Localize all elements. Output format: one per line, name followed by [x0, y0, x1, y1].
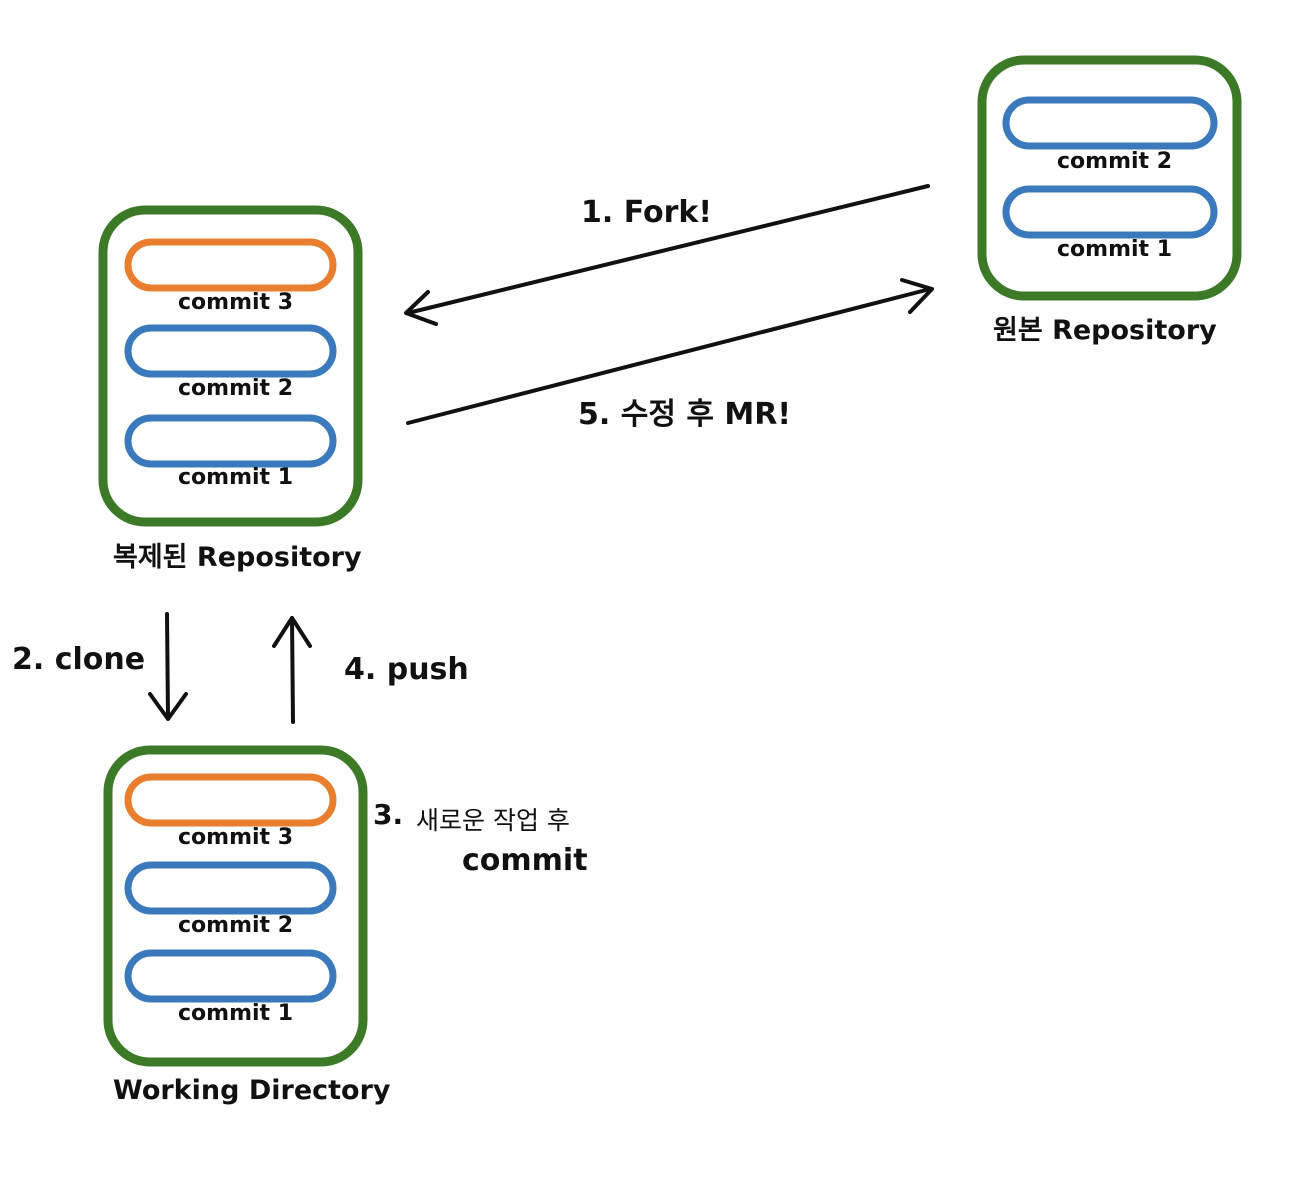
original-commit-1-pill	[1002, 185, 1218, 239]
forked-commit-1-label: commit 1	[178, 465, 294, 490]
fork-step-label: 1. Fork!	[581, 195, 713, 230]
working-commit-1-label: commit 1	[178, 1001, 294, 1026]
merge-request-step-label: 5. 수정 후 MR!	[578, 397, 792, 432]
original-repo-box	[977, 55, 1242, 301]
push-arrow	[272, 616, 312, 724]
working-commit-1-pill	[124, 949, 337, 1003]
forked-commit-2-pill	[124, 324, 337, 378]
working-commit-3-label: commit 3	[178, 825, 294, 850]
working-directory-box	[103, 745, 368, 1067]
clone-step-label: 2. clone	[12, 642, 146, 677]
forked-commit-3-pill	[124, 238, 337, 292]
forked-commit-2-label: commit 2	[178, 376, 294, 401]
working-commit-3-pill	[124, 773, 337, 827]
clone-arrow	[148, 612, 188, 721]
original-repo-caption: 원본 Repository	[993, 315, 1217, 346]
work-step-number: 3.	[373, 798, 404, 831]
working-directory-caption: Working Directory	[113, 1075, 391, 1106]
original-commit-2-label: commit 2	[1057, 149, 1173, 174]
merge-request-arrow	[406, 278, 934, 425]
forked-commit-1-pill	[124, 414, 337, 468]
fork-arrow	[404, 184, 930, 326]
working-commit-2-label: commit 2	[178, 913, 294, 938]
work-step-commit: commit	[462, 843, 588, 878]
working-commit-2-pill	[124, 861, 337, 915]
forked-commit-3-label: commit 3	[178, 290, 294, 315]
original-commit-1-label: commit 1	[1057, 237, 1173, 262]
forked-repo-box	[98, 205, 363, 527]
forked-repo-caption: 복제된 Repository	[113, 542, 362, 573]
original-commit-2-pill	[1002, 96, 1218, 150]
work-step-text: 새로운 작업 후	[416, 806, 570, 835]
push-step-label: 4. push	[344, 652, 469, 687]
